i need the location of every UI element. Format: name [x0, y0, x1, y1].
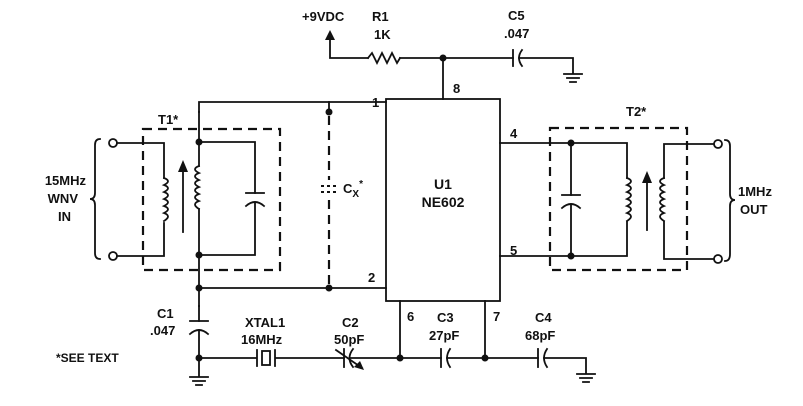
output-brace — [724, 139, 736, 262]
junction-dot — [396, 354, 404, 362]
c3-ref: C3 — [437, 310, 454, 325]
crystal-xtal1-body — [261, 350, 271, 366]
wire-t1-tank — [198, 141, 256, 256]
capacitor-cx — [321, 185, 337, 193]
capacitor-t2-curve — [560, 203, 582, 210]
wire-pin4 — [499, 142, 628, 179]
pin-8-label: 8 — [453, 81, 460, 96]
c4-value: 68pF — [525, 328, 555, 343]
t2-ref: T2* — [626, 104, 647, 119]
junction-dot — [325, 284, 333, 292]
c1-value: .047 — [150, 323, 175, 338]
t1-secondary-coil — [194, 164, 202, 211]
c5-value: .047 — [504, 26, 529, 41]
c2-value: 50pF — [334, 332, 364, 347]
variable-arrow-icon — [354, 361, 364, 370]
t2-shield — [548, 126, 689, 272]
cx-ref: CX* — [343, 179, 363, 200]
arrow-up-icon — [178, 160, 188, 172]
output-label-dir: OUT — [740, 202, 768, 217]
output-terminal-top — [713, 139, 723, 149]
ground-icon — [189, 376, 209, 386]
r1-ref: R1 — [372, 9, 389, 24]
wire-c4-gnd — [543, 357, 587, 374]
c3-value: 27pF — [429, 328, 459, 343]
input-label-type: WNV — [48, 191, 79, 206]
pin-2-label: 2 — [368, 270, 375, 285]
xtal1-value: 16MHz — [241, 332, 283, 347]
output-terminal-bottom — [713, 254, 723, 264]
resistor-r1 — [366, 50, 402, 66]
input-terminal-top — [108, 138, 118, 148]
power-arrow-icon — [325, 30, 335, 40]
input-label-freq: 15MHz — [45, 173, 87, 188]
wire-power — [329, 39, 369, 59]
t2-primary-coil — [624, 176, 632, 223]
capacitor-t1-curve — [244, 201, 266, 208]
t1-shield — [141, 127, 282, 272]
ic-part-label: NE602 — [422, 194, 465, 210]
arrow-up-icon — [642, 171, 652, 183]
note-see-text: *SEE TEXT — [56, 351, 119, 365]
crystal-xtal1-plates — [256, 349, 276, 367]
xtal1-ref: XTAL1 — [245, 315, 285, 330]
c2-ref: C2 — [342, 315, 359, 330]
c1-ref: C1 — [157, 306, 174, 321]
wire-t1-primary-top — [116, 142, 165, 179]
t1-primary-coil — [161, 176, 169, 223]
power-label: +9VDC — [302, 9, 345, 24]
ic-ref-label: U1 — [434, 176, 452, 192]
ground-icon — [563, 73, 583, 83]
input-terminal-bottom — [108, 251, 118, 261]
c5-ref: C5 — [508, 8, 525, 23]
t1-ref: T1* — [158, 112, 179, 127]
c4-ref: C4 — [535, 310, 552, 325]
pin-7-label: 7 — [493, 309, 500, 324]
ground-icon — [576, 373, 596, 383]
wire-pin5 — [499, 221, 628, 257]
wire-t2-out-top — [663, 143, 715, 179]
junction-dot — [195, 284, 203, 292]
r1-value: 1K — [374, 27, 391, 42]
wire-t2-out-bottom — [663, 221, 715, 260]
wire-pin1 — [198, 101, 387, 113]
pin-4-label: 4 — [510, 126, 518, 141]
pin-6-label: 6 — [407, 309, 414, 324]
input-brace — [89, 138, 101, 260]
output-label-freq: 1MHz — [738, 184, 772, 199]
pin-5-label: 5 — [510, 243, 517, 258]
input-label-dir: IN — [58, 209, 71, 224]
wire-c5-gnd — [518, 57, 574, 74]
t2-secondary-coil — [659, 176, 667, 223]
wire-t1-primary-bottom — [116, 222, 165, 257]
